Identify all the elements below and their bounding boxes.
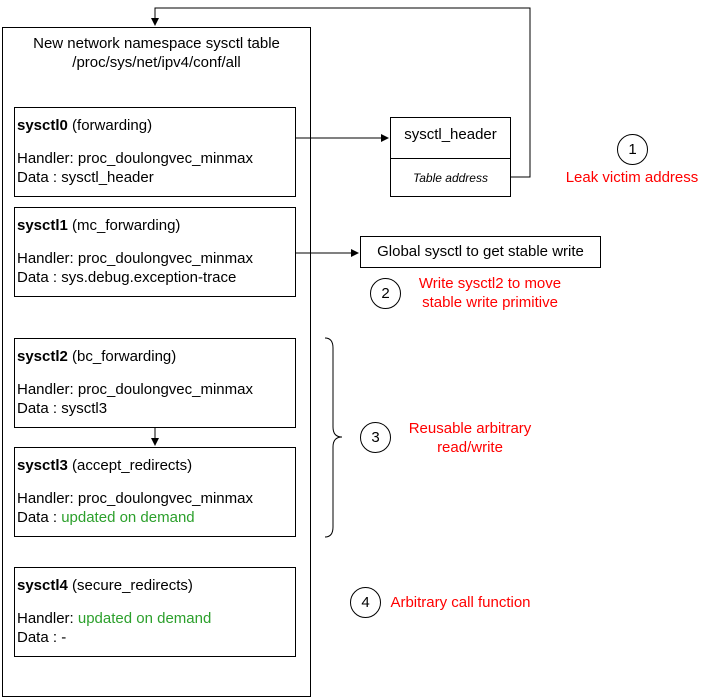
sysctl1-name: sysctl1 [17,217,68,234]
sysctl0-name: sysctl0 [17,117,68,134]
step-3-line1: Reusable arbitrary [408,420,532,437]
step-2-line2: stable write primitive [422,294,558,311]
sysctl-header-struct: sysctl_header Table address [390,117,511,197]
sysctl2-param: (bc_forwarding) [72,348,177,365]
sysctl3-handler: proc_doulongvec_minmax [77,490,253,507]
sysctl4-data: - [61,629,67,646]
sysctl2-data-label: Data : [17,400,62,417]
sysctl0-data: sysctl_header [61,169,154,186]
sysctl4-param: (secure_redirects) [72,577,193,594]
namespace-title-line2: /proc/sys/net/ipv4/conf/all [72,54,241,71]
sysctl0-param: (forwarding) [72,117,153,134]
sysctl3-data: updated on demand [61,509,195,526]
sysctl3-param: (accept_redirects) [72,457,193,474]
sysctl3-data-label: Data : [17,509,62,526]
sysctl-header-table-address: Table address [413,171,488,185]
sysctl1-handler: proc_doulongvec_minmax [77,250,253,267]
sysctl4-name: sysctl4 [17,577,68,594]
namespace-title-line1: New network namespace sysctl table [33,35,280,52]
sysctl4-handler-label: Handler: [17,610,78,627]
sysctl1-data-label: Data : [17,269,62,286]
sysctl3-handler-label: Handler: [17,490,78,507]
step-3-label: Reusable arbitrary read/write [395,419,545,457]
sysctl3-entry: sysctl3 (accept_redirects) Handler: proc… [14,447,296,537]
sysctl2-name: sysctl2 [17,348,68,365]
sysctl1-data: sys.debug.exception-trace [61,269,237,286]
namespace-sysctl-table [2,27,311,697]
curly-brace-step3 [324,337,343,538]
step-2-line1: Write sysctl2 to move [418,275,562,292]
sysctl4-entry: sysctl4 (secure_redirects) Handler: upda… [14,567,296,657]
step-4-line1: Arbitrary call function [390,594,531,611]
sysctl1-entry: sysctl1 (mc_forwarding) Handler: proc_do… [14,207,296,297]
step-1-marker: 1 [617,134,648,165]
step-4-label: Arbitrary call function [383,593,538,612]
sysctl2-data: sysctl3 [61,400,108,417]
sysctl4-data-label: Data : [17,629,62,646]
step-3-marker: 3 [360,422,391,453]
global-sysctl-box: Global sysctl to get stable write [360,236,601,268]
sysctl-header-title: sysctl_header [391,118,510,159]
arrow-header-to-namespace-table [151,7,531,178]
sysctl0-handler: proc_doulongvec_minmax [77,150,253,167]
step-2-label: Write sysctl2 to move stable write primi… [405,274,575,312]
step-4-marker: 4 [350,587,381,618]
sysctl0-entry: sysctl0 (forwarding) Handler: proc_doulo… [14,107,296,197]
step-2-marker: 2 [370,278,401,309]
step-1-line1: Leak victim address [565,169,699,186]
sysctl1-handler-label: Handler: [17,250,78,267]
sysctl2-entry: sysctl2 (bc_forwarding) Handler: proc_do… [14,338,296,428]
sysctl1-param: (mc_forwarding) [72,217,181,234]
sysctl0-data-label: Data : [17,169,62,186]
step-3-line2: read/write [437,439,503,456]
sysctl2-handler: proc_doulongvec_minmax [77,381,253,398]
sysctl0-handler-label: Handler: [17,150,78,167]
sysctl3-name: sysctl3 [17,457,68,474]
sysctl2-handler-label: Handler: [17,381,78,398]
sysctl4-handler: updated on demand [77,610,212,627]
namespace-table-title: New network namespace sysctl table /proc… [2,34,311,72]
step-1-label: Leak victim address [557,168,705,187]
